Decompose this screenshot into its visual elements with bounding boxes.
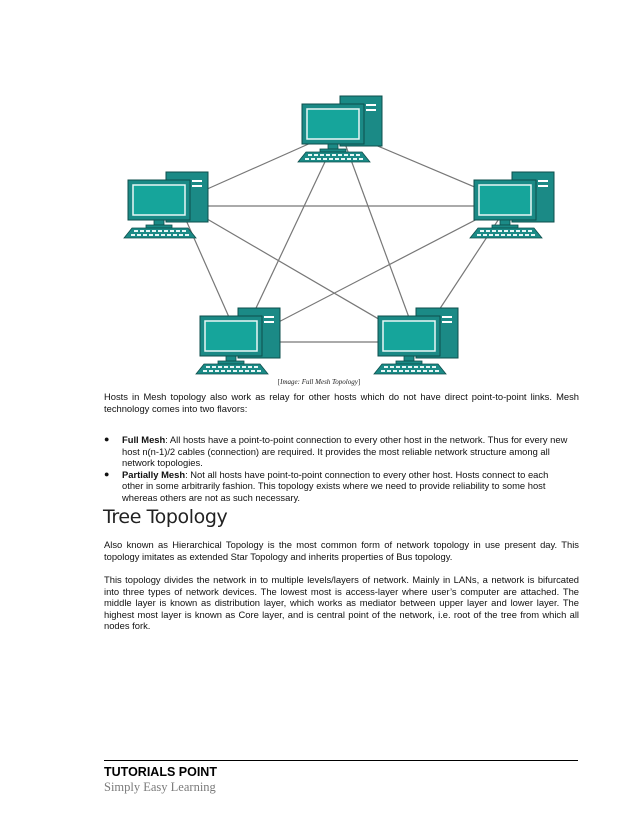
computer-bottom-right-icon: [373, 307, 459, 375]
tree-paragraph-1: Also known as Hierarchical Topology is t…: [104, 539, 579, 562]
mesh-intro-paragraph: Hosts in Mesh topology also work as rela…: [104, 391, 579, 414]
footer-divider: [104, 760, 578, 761]
section-heading: Tree Topology: [103, 506, 228, 528]
computer-left-icon: [123, 171, 209, 239]
bullet-text: : Not all hosts have point-to-point conn…: [122, 468, 549, 503]
figure-caption-text: Image: Full Mesh Topology: [280, 378, 358, 386]
tree-paragraph-2: This topology divides the network in to …: [104, 574, 579, 632]
list-item-full-mesh: ● Full Mesh: All hosts have a point-to-p…: [104, 434, 579, 469]
computer-bottom-left-icon: [195, 307, 281, 375]
bullet-term: Partially Mesh: [122, 468, 186, 480]
figure-caption: [Image: Full Mesh Topology]: [277, 378, 361, 386]
link-top-bottomright: [339, 129, 419, 343]
computer-top-icon: [297, 95, 383, 163]
mesh-flavors-list: ● Full Mesh: All hosts have a point-to-p…: [104, 434, 579, 504]
mesh-topology-diagram: [123, 95, 555, 375]
list-item-partial-mesh: ● Partially Mesh: Not all hosts have poi…: [104, 469, 579, 504]
bullet-term: Full Mesh: [122, 434, 166, 445]
bullet-dot-icon: ●: [104, 434, 110, 444]
bullet-dot-icon: ●: [104, 468, 110, 479]
footer-brand: TUTORIALS POINT: [104, 765, 217, 779]
link-right-bottomleft: [239, 201, 511, 343]
bullet-text: : All hosts have a point-to-point connec…: [122, 434, 568, 469]
computer-right-icon: [469, 171, 555, 239]
footer-tagline: Simply Easy Learning: [104, 780, 216, 794]
mesh-topology-figure: [100, 80, 580, 392]
link-top-bottomleft: [239, 129, 341, 343]
